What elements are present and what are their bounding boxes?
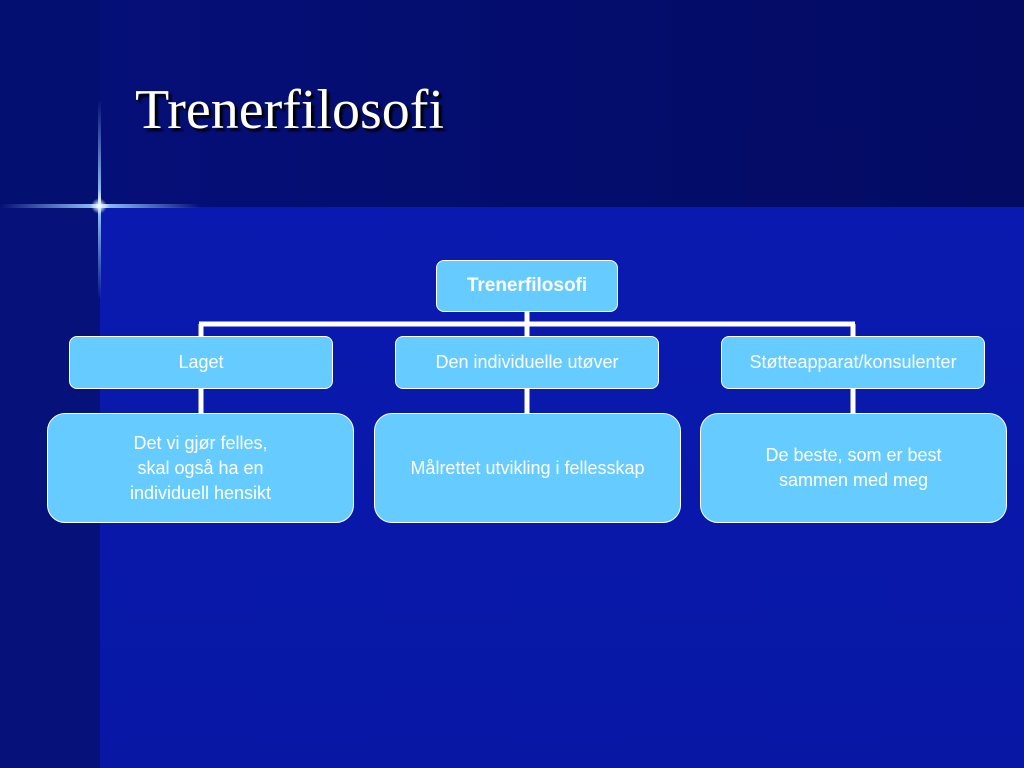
org-node-root-label: Trenerfilosofi bbox=[466, 275, 588, 296]
org-node-label: Den individuelle utøver bbox=[435, 352, 619, 372]
org-detail-laget: Det vi gjør felles, skal også ha en indi… bbox=[47, 413, 354, 523]
sparkle-star-icon bbox=[91, 198, 107, 214]
org-node-individuelle-utover: Den individuelle utøver bbox=[395, 336, 659, 389]
org-detail-text: De beste, som er best sammen med meg bbox=[765, 445, 942, 490]
org-detail-stotteapparat: De beste, som er best sammen med meg bbox=[700, 413, 1007, 523]
org-detail-text: Det vi gjør felles, skal også ha en indi… bbox=[129, 432, 272, 503]
org-node-root: Trenerfilosofi bbox=[436, 260, 618, 312]
slide-title: Trenerfilosofi bbox=[135, 79, 445, 141]
org-node-label: Laget bbox=[178, 352, 224, 372]
org-node-laget: Laget bbox=[69, 336, 333, 389]
background-title-band bbox=[100, 0, 1024, 207]
org-detail-text: Målrettet utvikling i fellesskap bbox=[410, 457, 645, 478]
org-detail-individuelle-utover: Målrettet utvikling i fellesskap bbox=[374, 413, 681, 523]
org-node-label: Støtteapparat/konsulenter bbox=[749, 352, 957, 372]
org-node-stotteapparat: Støtteapparat/konsulenter bbox=[721, 336, 985, 389]
